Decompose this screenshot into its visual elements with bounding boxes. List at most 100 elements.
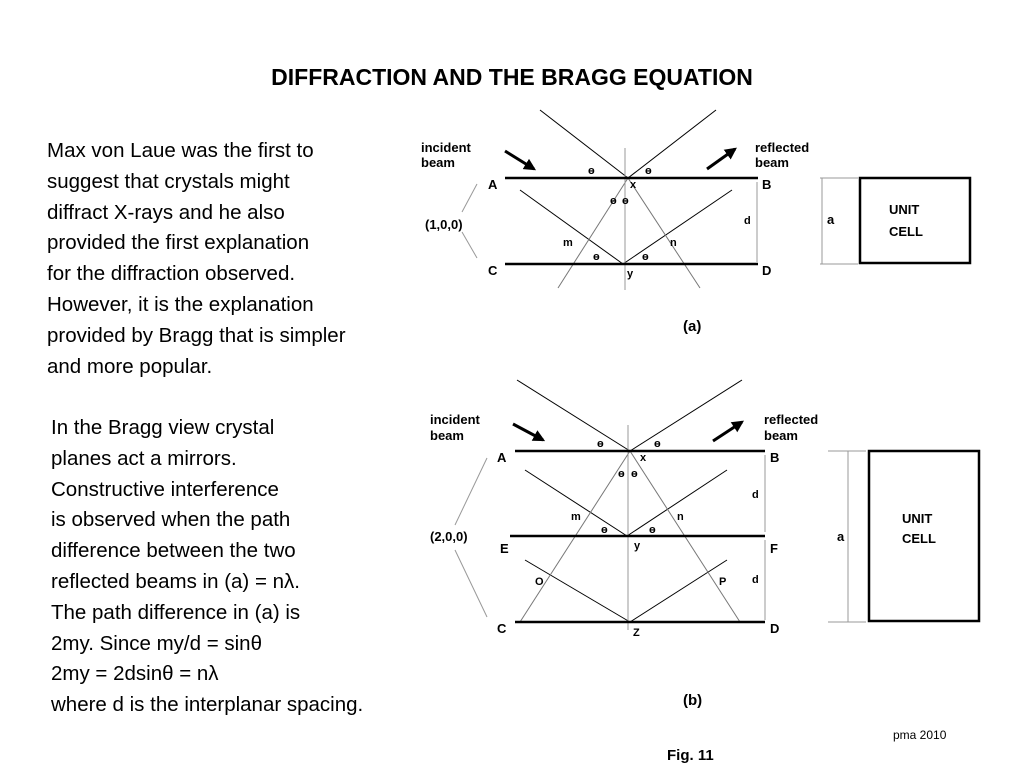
intro-line: Max von Laue was the first to: [47, 139, 314, 162]
construction-line: [557, 177, 629, 289]
point-f-label: F: [770, 541, 778, 556]
reflected-ray: [627, 109, 717, 179]
bragg-line: difference between the two: [51, 539, 296, 563]
bracket-line: [461, 231, 478, 259]
incident-arrow: [512, 422, 546, 442]
reflected-label: beam: [764, 428, 798, 443]
caption-b: (b): [683, 692, 703, 709]
theta-label: ɵ: [622, 195, 629, 207]
unit-cell-label: UNIT: [889, 202, 919, 217]
incident-label: incident: [421, 140, 472, 155]
intro-line: However, it is the explanation: [47, 292, 314, 316]
reflected-ray-lower: [622, 189, 733, 265]
page-title: DIFFRACTION AND THE BRAGG EQUATION: [271, 64, 753, 90]
bragg-line: reflected beams in (a) = nλ.: [51, 569, 300, 593]
point-y-label: y: [634, 540, 641, 552]
bracket-line: [454, 457, 488, 526]
bracket-line: [454, 549, 488, 618]
theta-label: ɵ: [601, 524, 608, 536]
point-a-label: A: [497, 450, 507, 465]
theta-label: ɵ: [631, 468, 638, 480]
point-b-label: B: [762, 177, 771, 192]
incident-ray: [539, 109, 629, 179]
incident-ray-lower: [519, 189, 624, 265]
cell-side-label: a: [837, 529, 845, 544]
bragg-line: planes act a mirrors.: [51, 446, 237, 470]
point-a-label: A: [488, 177, 498, 192]
intro-paragraph: Max von Laue was the first to suggest th…: [47, 136, 346, 382]
unit-cell-box: [858, 176, 972, 265]
unit-cell-label: CELL: [902, 531, 936, 546]
plane-index-label: (1,0,0): [425, 217, 463, 232]
intro-line: diffract X-rays and he also: [47, 200, 285, 224]
unit-cell-box: [867, 449, 981, 623]
intro-line: and more popular.: [47, 354, 213, 378]
reflected-label: reflected: [764, 412, 818, 427]
intro-line: suggest that crystals might: [47, 169, 290, 193]
bragg-line: Constructive interference: [51, 477, 279, 501]
construction-line: [627, 177, 701, 289]
incident-ray: [516, 379, 631, 452]
bragg-paragraph: In the Bragg view crystal planes act a m…: [51, 413, 363, 721]
credit-text: pma 2010: [893, 728, 947, 742]
unit-cell-label: CELL: [889, 224, 923, 239]
bragg-line: In the Bragg view crystal: [51, 416, 275, 439]
point-n-label: n: [670, 237, 677, 249]
diagram-b: incident beam reflected beam A B E F C D…: [430, 379, 981, 639]
intro-line: for the diffraction observed.: [47, 262, 296, 286]
reflected-ray-lower: [629, 559, 728, 623]
point-e-label: E: [500, 541, 509, 556]
point-y-label: y: [627, 268, 634, 280]
unit-cell-label: UNIT: [902, 511, 932, 526]
plane-index-label: (2,0,0): [430, 529, 468, 544]
intro-line: provided the first explanation: [47, 231, 310, 255]
point-d-label: D: [770, 621, 779, 636]
bragg-line: 2my = 2dsinθ = nλ: [51, 662, 219, 686]
reflected-label: beam: [755, 155, 789, 170]
figure-caption: Fig. 11: [667, 747, 714, 764]
incident-label: incident: [430, 412, 481, 427]
point-z-label: Z: [633, 627, 640, 639]
theta-label: ɵ: [610, 195, 617, 207]
theta-label: ɵ: [588, 165, 595, 177]
bragg-line: where d is the interplanar spacing.: [51, 693, 364, 717]
point-x-label: x: [640, 452, 647, 464]
incident-ray-middle: [524, 469, 628, 537]
incident-arrow: [504, 149, 537, 171]
point-o-label: O: [535, 576, 544, 588]
cell-side-label: a: [827, 212, 835, 227]
spacing-label: d: [752, 489, 759, 501]
theta-label: ɵ: [645, 165, 652, 177]
point-m-label: m: [563, 237, 573, 249]
reflected-arrow: [712, 420, 745, 443]
point-c-label: C: [497, 621, 507, 636]
incident-label: beam: [421, 155, 455, 170]
caption-a: (a): [683, 318, 702, 335]
reflected-ray-middle: [626, 469, 728, 537]
intro-line: provided by Bragg that is simpler: [47, 323, 346, 347]
diagram-a: incident beam reflected beam A B C D (1,…: [421, 109, 972, 290]
point-b-label: B: [770, 450, 779, 465]
theta-label: ɵ: [597, 438, 604, 450]
reflected-ray: [629, 379, 743, 452]
point-p-label: P: [719, 576, 726, 588]
reflected-label: reflected: [755, 140, 809, 155]
incident-label: beam: [430, 428, 464, 443]
theta-label: ɵ: [649, 524, 656, 536]
theta-label: ɵ: [654, 438, 661, 450]
reflected-arrow: [706, 147, 737, 171]
point-d-label: D: [762, 263, 771, 278]
point-c-label: C: [488, 263, 498, 278]
point-n-label: n: [677, 511, 684, 523]
theta-label: ɵ: [618, 468, 625, 480]
point-m-label: m: [571, 511, 581, 523]
spacing-label: d: [744, 215, 751, 227]
incident-ray-lower: [524, 559, 631, 623]
bragg-line: The path difference in (a) is: [51, 600, 301, 624]
point-x-label: x: [630, 179, 637, 191]
bragg-line: is observed when the path: [51, 508, 291, 532]
theta-label: ɵ: [593, 251, 600, 263]
spacing-label: d: [752, 574, 759, 586]
theta-label: ɵ: [642, 251, 649, 263]
